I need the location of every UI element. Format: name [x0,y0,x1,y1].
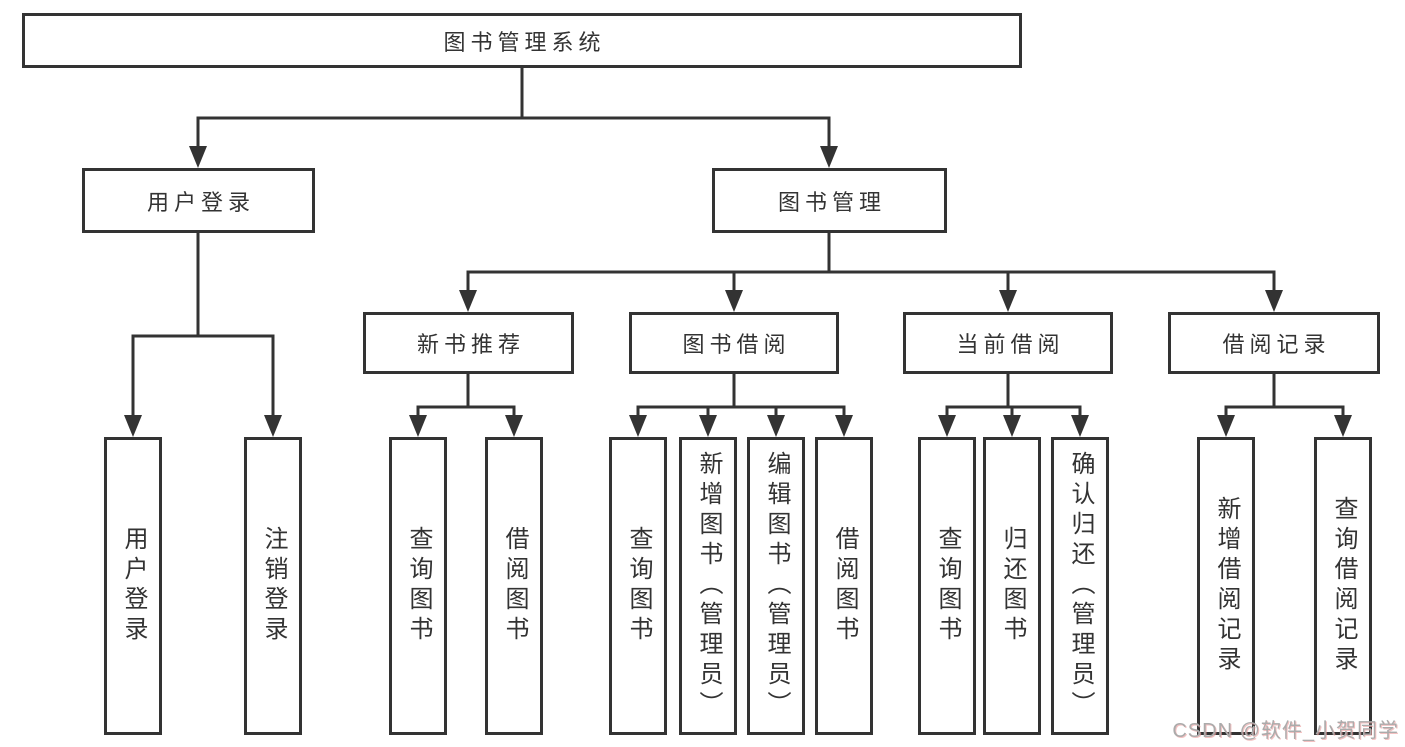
node-book-borrowing-label: 图书借阅 [682,332,791,357]
leaf-query-books: 查询图书 [918,437,976,735]
node-user-login: 用户登录 [82,168,315,233]
node-root-label: 图书管理系统 [443,29,606,55]
leaf-edit-books-admin: 编辑图书（管理员） [747,437,805,735]
node-book-management: 图书管理 [712,168,947,233]
leaf-query-books-label: 查询图书 [625,526,652,646]
leaf-query-books: 查询图书 [389,437,447,735]
leaf-logout: 注销登录 [244,437,302,735]
leaf-add-borrow-record: 新增借阅记录 [1197,437,1255,735]
node-current-borrowing: 当前借阅 [903,312,1113,374]
node-book-management-label: 图书管理 [777,189,886,215]
leaf-query-borrow-record-label: 查询借阅记录 [1330,496,1357,676]
leaf-query-books-label: 查询图书 [934,526,961,646]
leaf-borrow-books: 借阅图书 [815,437,873,735]
node-current-borrowing-label: 当前借阅 [956,332,1065,357]
leaf-add-borrow-record-label: 新增借阅记录 [1213,496,1240,676]
node-borrowing-records: 借阅记录 [1168,312,1380,374]
node-new-book-recommendation-label: 新书推荐 [416,332,525,357]
node-borrowing-records-label: 借阅记录 [1222,332,1331,357]
arrowheads [124,146,1352,437]
node-user-login-label: 用户登录 [146,189,255,215]
leaf-query-books-label: 查询图书 [405,526,432,646]
leaf-return-books: 归还图书 [983,437,1041,735]
leaf-user-login: 用户登录 [104,437,162,735]
csdn-watermark: CSDN @软件_小贺同学 [1172,720,1399,742]
leaf-add-books-admin: 新增图书（管理员） [679,437,737,735]
leaf-borrow-books-label: 借阅图书 [831,526,858,646]
leaf-borrow-books-label: 借阅图书 [501,526,528,646]
leaf-query-borrow-record: 查询借阅记录 [1314,437,1372,735]
leaf-return-books-label: 归还图书 [999,526,1026,646]
leaf-user-login-label: 用户登录 [120,526,147,646]
node-root-system: 图书管理系统 [22,13,1022,68]
leaf-logout-label: 注销登录 [260,526,287,646]
leaf-borrow-books: 借阅图书 [485,437,543,735]
leaf-edit-books-admin-label: 编辑图书（管理员） [763,451,790,721]
leaf-query-books: 查询图书 [609,437,667,735]
node-new-book-recommendation: 新书推荐 [363,312,574,374]
leaf-add-books-admin-label: 新增图书（管理员） [695,451,722,721]
leaf-confirm-return-admin-label: 确认归还（管理员） [1067,451,1094,721]
leaf-confirm-return-admin: 确认归还（管理员） [1051,437,1109,735]
node-book-borrowing: 图书借阅 [629,312,839,374]
